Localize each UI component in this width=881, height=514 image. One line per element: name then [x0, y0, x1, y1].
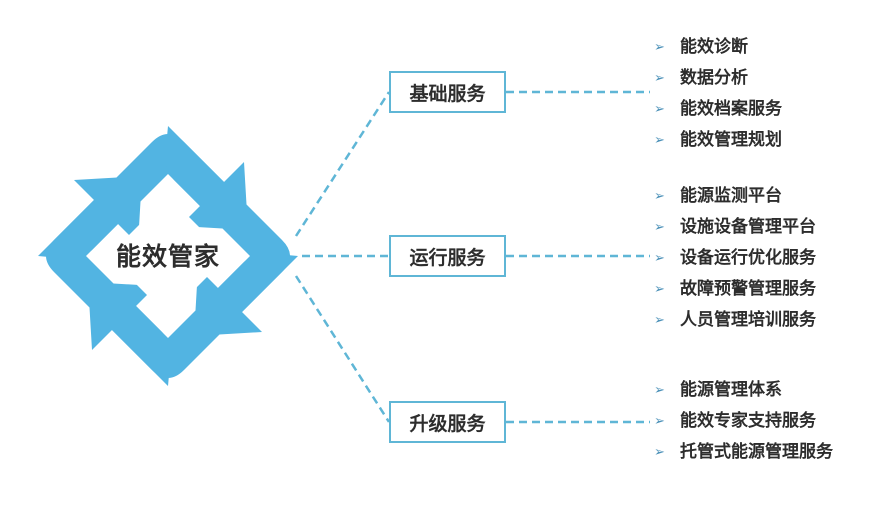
list-item: ➢能源监测平台	[654, 181, 816, 212]
item-list-upgrade: ➢能源管理体系 ➢能效专家支持服务 ➢托管式能源管理服务	[654, 375, 833, 468]
triangle-right-icon: ➢	[654, 282, 665, 297]
item-list-basic: ➢能效诊断 ➢数据分析 ➢能效档案服务 ➢能效管理规划	[654, 32, 782, 156]
triangle-right-icon: ➢	[654, 383, 665, 398]
triangle-right-icon: ➢	[654, 189, 665, 204]
connector-to-basic	[294, 91, 391, 237]
connector-to-upgrade	[294, 275, 391, 423]
branch-box-upgrade: 升级服务	[389, 401, 506, 443]
list-item: ➢能效专家支持服务	[654, 406, 833, 437]
triangle-right-icon: ➢	[654, 313, 665, 328]
list-item: ➢托管式能源管理服务	[654, 437, 833, 468]
triangle-right-icon: ➢	[654, 414, 665, 429]
list-item: ➢能源管理体系	[654, 375, 833, 406]
list-item: ➢设施设备管理平台	[654, 212, 816, 243]
list-item: ➢能效诊断	[654, 32, 782, 63]
cycle-arrows-icon	[38, 126, 298, 386]
triangle-right-icon: ➢	[654, 220, 665, 235]
list-item: ➢设备运行优化服务	[654, 243, 816, 274]
cycle-arrow-left	[46, 176, 171, 386]
list-item: ➢人员管理培训服务	[654, 305, 816, 336]
triangle-right-icon: ➢	[654, 445, 665, 460]
cycle-center	[108, 196, 228, 316]
triangle-right-icon: ➢	[654, 102, 665, 117]
triangle-right-icon: ➢	[654, 251, 665, 266]
branch-box-operation: 运行服务	[389, 235, 506, 277]
list-item: ➢数据分析	[654, 63, 782, 94]
triangle-right-icon: ➢	[654, 133, 665, 148]
list-item: ➢能效档案服务	[654, 94, 782, 125]
list-item: ➢能效管理规划	[654, 125, 782, 156]
triangle-right-icon: ➢	[654, 40, 665, 55]
triangle-right-icon: ➢	[654, 71, 665, 86]
center-label: 能效管家	[115, 242, 220, 271]
item-list-operation: ➢能源监测平台 ➢设施设备管理平台 ➢设备运行优化服务 ➢故障预警管理服务 ➢人…	[654, 181, 816, 336]
list-item: ➢故障预警管理服务	[654, 274, 816, 305]
branch-box-basic: 基础服务	[389, 71, 506, 113]
